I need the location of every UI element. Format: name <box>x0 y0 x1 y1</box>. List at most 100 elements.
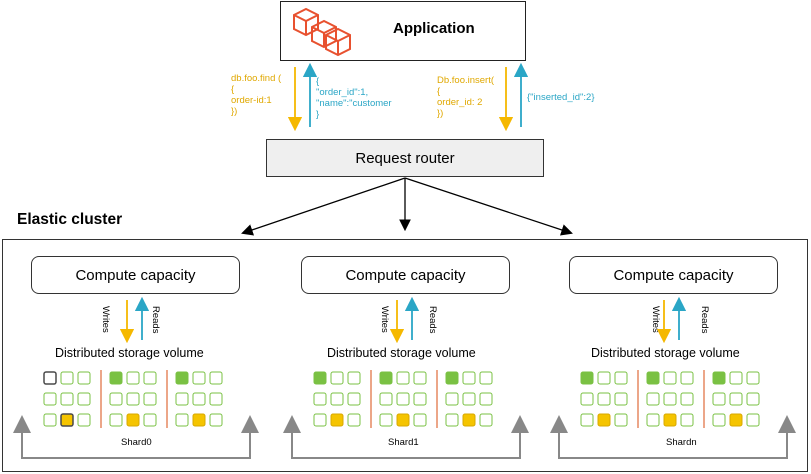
storage-cell <box>646 371 660 385</box>
shard-name: Shard1 <box>388 437 419 448</box>
storage-cell <box>680 413 694 427</box>
shard-name: Shard0 <box>121 437 152 448</box>
storage-cell <box>77 392 91 406</box>
request-router-label: Request router <box>355 149 455 167</box>
storage-cell <box>192 392 206 406</box>
storage-cell <box>462 371 476 385</box>
storage-cell <box>729 413 743 427</box>
storage-cell <box>379 371 393 385</box>
storage-cell <box>663 413 677 427</box>
storage-cell <box>43 392 57 406</box>
storage-cell <box>175 371 189 385</box>
router-arrow-shard0 <box>241 177 406 236</box>
storage-cell <box>746 392 760 406</box>
storage-cell <box>347 371 361 385</box>
compute-capacity-label: Compute capacity <box>75 266 196 284</box>
compute-capacity-label: Compute capacity <box>613 266 734 284</box>
storage-cell <box>209 413 223 427</box>
storage-cell <box>746 371 760 385</box>
storage-cell <box>192 413 206 427</box>
storage-cell <box>580 413 594 427</box>
shard-name: Shardn <box>666 437 697 448</box>
storage-cell <box>614 371 628 385</box>
storage-cell <box>77 413 91 427</box>
compute-capacity-box: Compute capacity <box>301 256 510 294</box>
storage-cell <box>175 392 189 406</box>
storage-cell <box>77 371 91 385</box>
storage-cell <box>646 413 660 427</box>
storage-cell <box>445 392 459 406</box>
storage-cell <box>462 413 476 427</box>
storage-cell <box>347 413 361 427</box>
insert-response-text: {"inserted_id":2} <box>527 92 595 103</box>
application-title: Application <box>393 20 475 37</box>
storage-cell <box>712 371 726 385</box>
storage-cell <box>614 392 628 406</box>
storage-cell <box>413 413 427 427</box>
storage-cell <box>109 371 123 385</box>
storage-cell <box>192 371 206 385</box>
storage-cell <box>479 371 493 385</box>
storage-cell <box>209 371 223 385</box>
storage-cell <box>712 413 726 427</box>
storage-cell <box>330 392 344 406</box>
find-response-text: { "order_id":1, "name":"customer } <box>316 76 392 120</box>
storage-cell <box>109 392 123 406</box>
cubes-icon <box>293 7 351 57</box>
request-router-box: Request router <box>266 139 544 177</box>
storage-cell <box>313 413 327 427</box>
storage-cell <box>413 392 427 406</box>
storage-cell <box>680 392 694 406</box>
router-arrow-shardn <box>404 177 573 236</box>
storage-cell <box>126 413 140 427</box>
storage-cell <box>109 413 123 427</box>
insert-request-text: Db.foo.insert( { order_id: 2 }) <box>437 75 495 119</box>
storage-cell <box>597 371 611 385</box>
storage-cell <box>479 413 493 427</box>
storage-cell <box>646 392 660 406</box>
find-request-text: db.foo.find ( { order-id:1 }) <box>231 73 282 117</box>
shard-bracket <box>21 428 251 459</box>
storage-cell <box>60 413 74 427</box>
storage-cell <box>614 413 628 427</box>
storage-cell <box>379 413 393 427</box>
storage-cell <box>729 371 743 385</box>
storage-cell <box>60 371 74 385</box>
storage-cell <box>126 392 140 406</box>
storage-cell <box>597 392 611 406</box>
storage-cell <box>396 392 410 406</box>
cluster-box <box>2 239 808 472</box>
storage-cell <box>663 371 677 385</box>
storage-cell <box>580 371 594 385</box>
storage-cell <box>729 392 743 406</box>
compute-capacity-box: Compute capacity <box>569 256 778 294</box>
storage-cell <box>126 371 140 385</box>
storage-cell <box>143 413 157 427</box>
storage-cell <box>43 413 57 427</box>
storage-cell <box>580 392 594 406</box>
storage-cell <box>445 371 459 385</box>
storage-cell <box>413 371 427 385</box>
storage-cell <box>330 413 344 427</box>
storage-cell <box>597 413 611 427</box>
storage-cell <box>313 371 327 385</box>
storage-volume-label: Distributed storage volume <box>591 346 740 360</box>
storage-cell <box>663 392 677 406</box>
storage-cell <box>143 392 157 406</box>
storage-cell <box>175 413 189 427</box>
storage-cell <box>143 371 157 385</box>
storage-volume-label: Distributed storage volume <box>55 346 204 360</box>
storage-cell <box>347 392 361 406</box>
compute-capacity-box: Compute capacity <box>31 256 240 294</box>
storage-cell <box>680 371 694 385</box>
shard-bracket <box>291 428 521 459</box>
storage-cell <box>330 371 344 385</box>
storage-volume-label: Distributed storage volume <box>327 346 476 360</box>
cluster-title: Elastic cluster <box>17 211 123 228</box>
storage-cell <box>43 371 57 385</box>
shard-bracket <box>558 428 788 459</box>
storage-cell <box>379 392 393 406</box>
storage-cell <box>313 392 327 406</box>
